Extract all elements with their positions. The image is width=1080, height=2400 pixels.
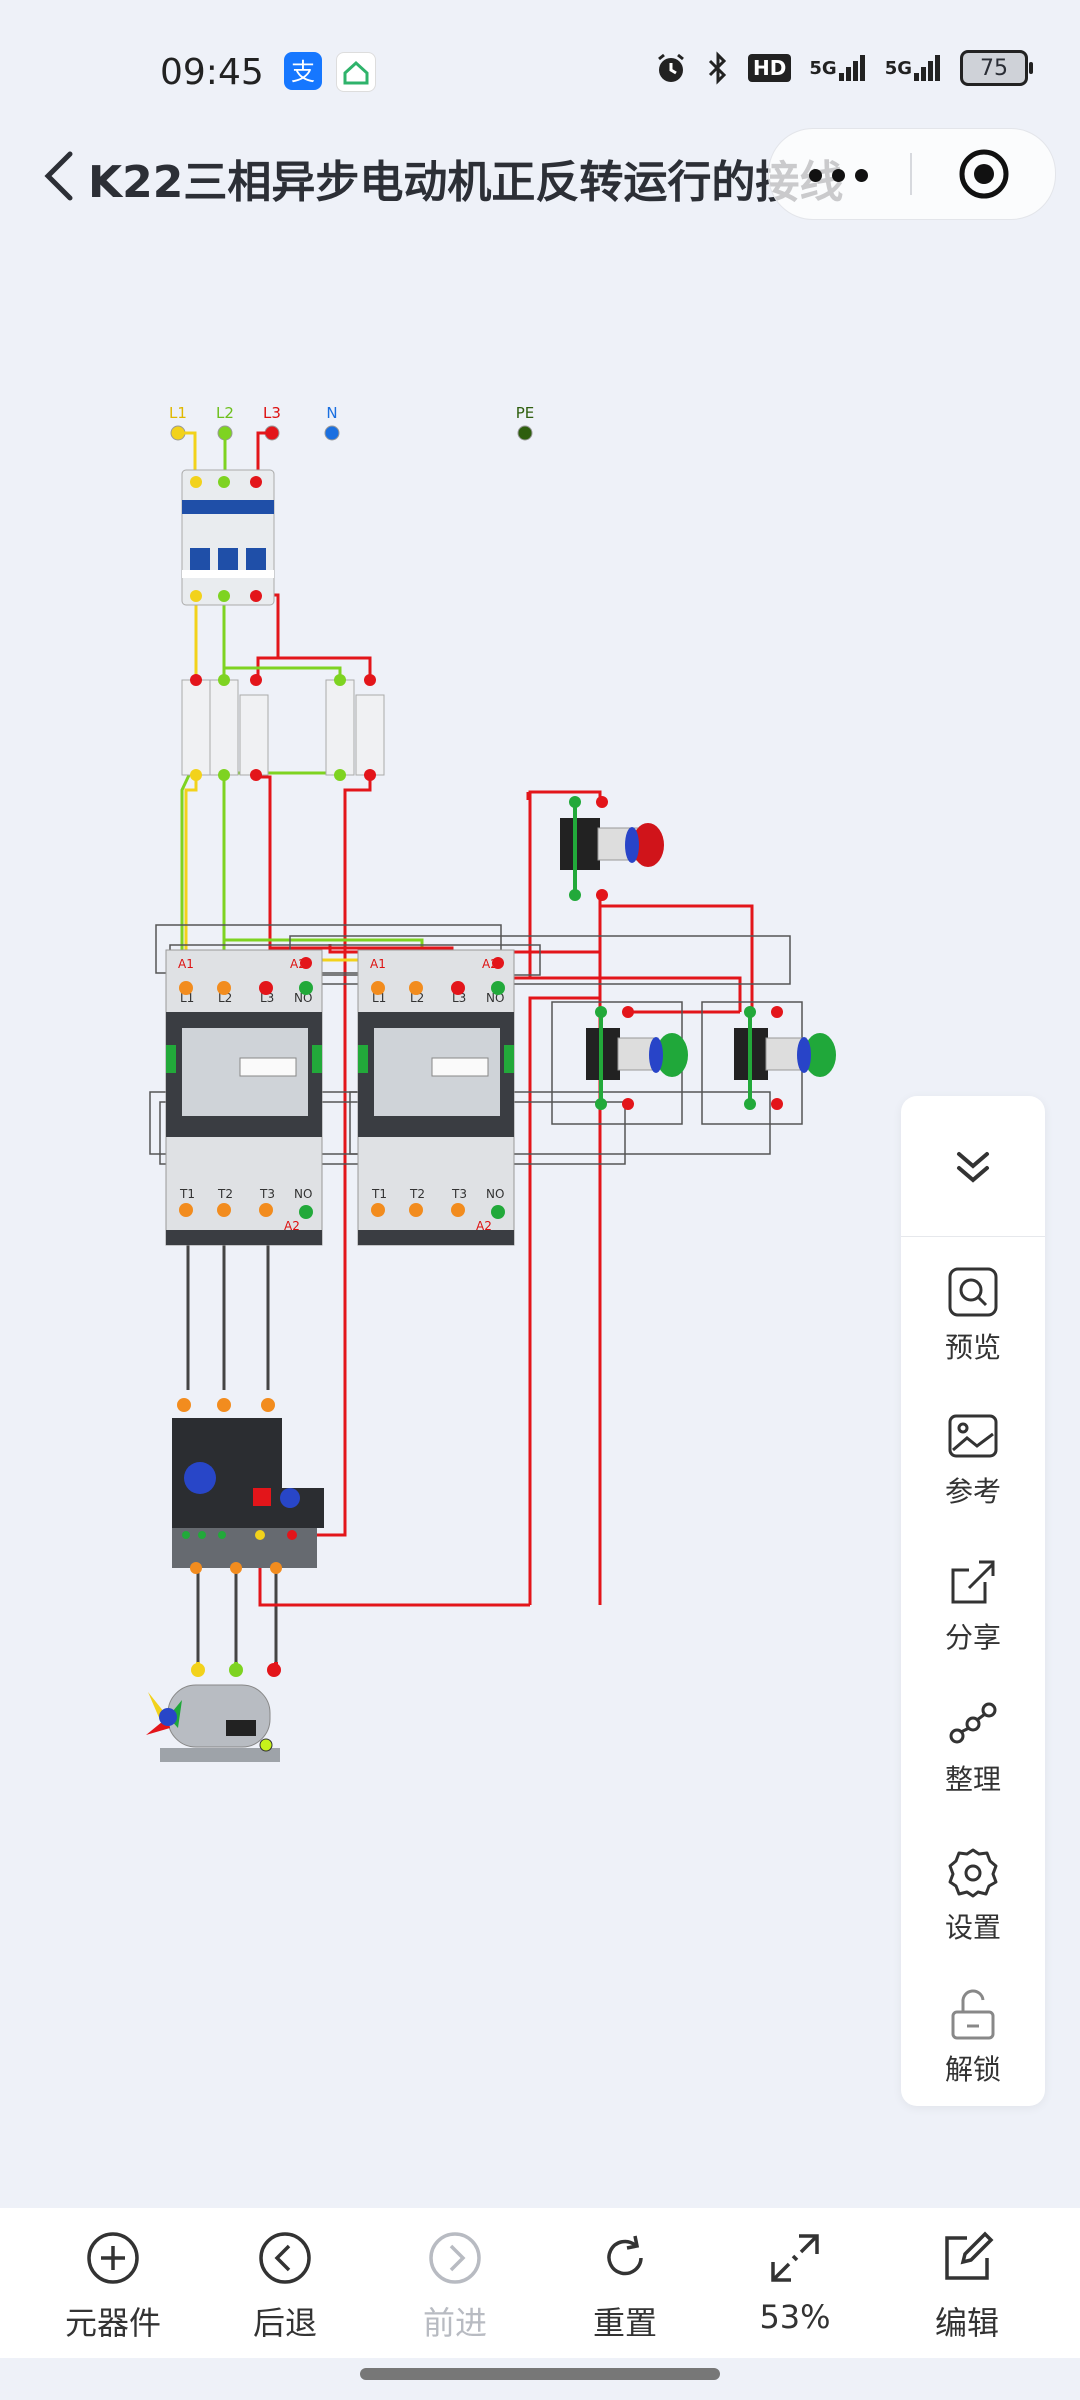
- km1-no-bottom-label: NO: [294, 1187, 312, 1201]
- more-dots-icon[interactable]: [809, 169, 868, 182]
- fuse-block[interactable]: [181, 674, 385, 781]
- alarm-icon: [654, 51, 688, 85]
- undo-button[interactable]: 后退: [200, 2228, 370, 2344]
- reset-label: 重置: [592, 2304, 657, 2342]
- reset-button[interactable]: 重置: [540, 2228, 710, 2344]
- preview-label: 预览: [944, 1331, 1001, 1364]
- start-button-reverse[interactable]: [734, 1006, 836, 1110]
- three-phase-motor[interactable]: [146, 1662, 281, 1762]
- terminal-label-l1: L1: [169, 404, 187, 422]
- zoom-icon: [771, 2234, 819, 2282]
- edit-icon: [945, 2231, 994, 2280]
- target-icon[interactable]: [957, 147, 1011, 201]
- forward-circle-icon: [429, 2232, 481, 2284]
- zoom-button[interactable]: 53%: [710, 2228, 880, 2336]
- settings-label: 设置: [944, 1911, 1001, 1944]
- edit-button[interactable]: 编辑: [882, 2228, 1052, 2344]
- terminal-label-pe: PE: [516, 404, 535, 422]
- km2-a2-bottom-label: A2: [476, 1219, 492, 1233]
- nodes-icon: [949, 1702, 997, 1744]
- organize-label: 整理: [944, 1763, 1001, 1796]
- status-time: 09:45: [160, 52, 264, 93]
- share-icon: [951, 1560, 995, 1604]
- reference-label: 参考: [944, 1475, 1001, 1508]
- reference-button[interactable]: 参考: [901, 1408, 1045, 1528]
- chevron-left-icon[interactable]: [38, 148, 82, 204]
- battery-icon: 75: [960, 50, 1033, 86]
- alipay-icon: 支: [284, 52, 322, 90]
- contactor-km1[interactable]: A1 A2 L1 L2 L3 NO T1 T2 T3 NO A2: [165, 949, 323, 1246]
- status-bar: 09:45 支 HD 5G 5G 75: [0, 0, 1080, 140]
- start-button-forward[interactable]: [586, 1006, 688, 1110]
- km1-a2-bottom-label: A2: [284, 1219, 300, 1233]
- home-indicator[interactable]: [360, 2368, 720, 2380]
- components-label: 元器件: [64, 2304, 161, 2342]
- circuit-canvas[interactable]: L1 L2 L3 N PE: [0, 230, 1080, 2190]
- redo-label: 前进: [422, 2304, 487, 2342]
- svg-text:支: 支: [291, 58, 315, 86]
- reset-icon: [607, 2235, 643, 2276]
- undo-label: 后退: [252, 2304, 317, 2342]
- terminal-label-l3: L3: [263, 404, 281, 422]
- preview-button[interactable]: 预览: [901, 1264, 1045, 1384]
- edit-label: 编辑: [934, 2304, 999, 2342]
- gear-icon: [948, 1848, 998, 1898]
- km2-t1-label: T1: [371, 1187, 387, 1201]
- terminal-label-l2: L2: [216, 404, 234, 422]
- home-app-icon: [336, 52, 376, 92]
- organize-button[interactable]: 整理: [901, 1696, 1045, 1816]
- km2-no-bottom-label: NO: [486, 1187, 504, 1201]
- unlock-icon: [951, 1989, 995, 2040]
- back-circle-icon: [259, 2232, 311, 2284]
- circuit-breaker[interactable]: [181, 469, 275, 606]
- signal-icon: 5G: [809, 53, 866, 83]
- capsule-divider: [910, 153, 912, 195]
- km2-a1-label: A1: [370, 957, 386, 971]
- share-label: 分享: [944, 1621, 1001, 1654]
- bluetooth-icon: [706, 51, 730, 85]
- unlock-button[interactable]: 解锁: [901, 1986, 1045, 2106]
- hd-icon: HD: [748, 54, 792, 82]
- km1-t3-label: T3: [259, 1187, 275, 1201]
- km1-t1-label: T1: [179, 1187, 195, 1201]
- unlock-label: 解锁: [944, 2053, 1001, 2086]
- bottom-toolbar: 元器件 后退 前进 重置 53% 编辑: [0, 2208, 1080, 2358]
- signal-icon: 5G: [885, 53, 942, 83]
- search-icon: [948, 1267, 998, 1317]
- page-title: K22三相异步电动机正反转运行的接线: [88, 157, 844, 208]
- km2-t3-label: T3: [451, 1187, 467, 1201]
- km2-t2-label: T2: [409, 1187, 425, 1201]
- settings-button[interactable]: 设置: [901, 1844, 1045, 1964]
- components-button[interactable]: 元器件: [28, 2228, 198, 2344]
- km1-t2-label: T2: [217, 1187, 233, 1201]
- km1-a1-label: A1: [178, 957, 194, 971]
- share-button[interactable]: 分享: [901, 1554, 1045, 1674]
- redo-button[interactable]: 前进: [370, 2228, 540, 2344]
- contactor-km2[interactable]: A1 A2 L1 L2 L3 NO T1 T2 T3 NO A2: [357, 949, 515, 1246]
- mini-program-capsule: [768, 128, 1056, 220]
- title-bar: K22三相异步电动机正反转运行的接线: [0, 128, 1080, 224]
- chevrons-down-icon[interactable]: [901, 1096, 1045, 1237]
- zoom-level: 53%: [759, 2298, 831, 2336]
- image-icon: [948, 1414, 998, 1458]
- thermal-overload-relay[interactable]: [172, 1398, 324, 1574]
- stop-button[interactable]: [560, 796, 664, 901]
- side-tool-panel: 预览 参考 分享 整理 设置 解锁: [901, 1096, 1045, 2106]
- plus-circle-icon: [87, 2232, 139, 2284]
- terminal-label-n: N: [326, 404, 337, 422]
